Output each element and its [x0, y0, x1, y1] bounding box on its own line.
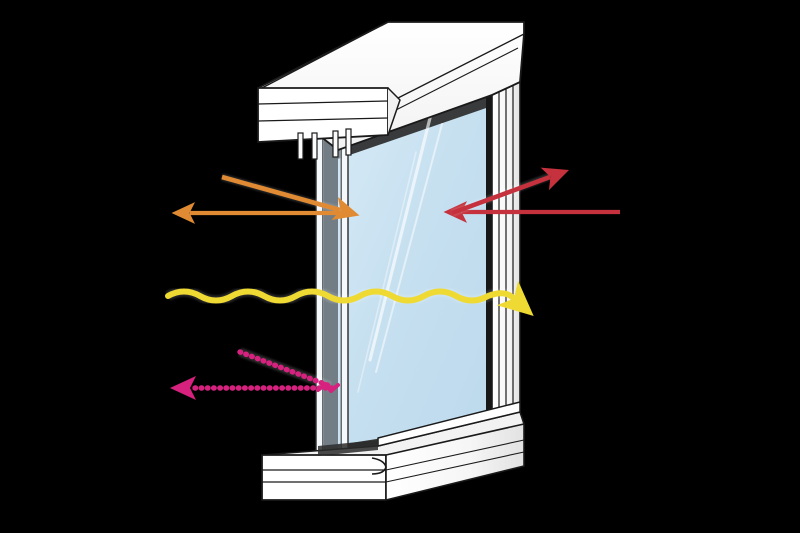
head-glazing-bead-tabs — [297, 128, 352, 160]
head-chamfer — [387, 87, 401, 136]
glass-highlight-streaks — [357, 116, 443, 393]
red-reflected-arrow — [450, 167, 569, 217]
magenta-reflected-dotted-arrow — [170, 376, 340, 400]
sill-cut-end-face — [261, 454, 387, 501]
head-bevel-line-b — [397, 33, 525, 99]
sill-cut-profile-lines — [262, 469, 386, 483]
head-cut-end-face — [257, 87, 389, 143]
glass-outer-pane-face — [338, 95, 492, 452]
sill-drip-hook — [371, 457, 387, 475]
head-bevel-line-a — [261, 21, 389, 89]
sill-body-line-a — [385, 439, 525, 471]
head-bevel-line-c — [391, 47, 519, 113]
top-frame-head — [257, 21, 525, 160]
right-frame-jamb — [491, 81, 521, 431]
glass-right-edge — [486, 96, 492, 430]
bottom-frame-sill — [261, 401, 525, 501]
magenta-incident-dotted-arrow — [237, 347, 333, 391]
orange-incident-arrow — [221, 173, 360, 221]
jamb-profile-lines — [498, 86, 514, 427]
sill-body-line-b — [385, 451, 525, 483]
head-cut-profile-lines — [257, 100, 389, 122]
magenta-arrowhead — [170, 376, 196, 400]
sill-right-body — [385, 423, 525, 501]
sill-glazing-recess — [318, 440, 378, 456]
magenta-kink — [316, 382, 340, 393]
glass-top-seam — [338, 95, 492, 159]
yellow-transmitted-wave-arrow — [165, 280, 534, 316]
far-pane-edge — [340, 136, 349, 453]
